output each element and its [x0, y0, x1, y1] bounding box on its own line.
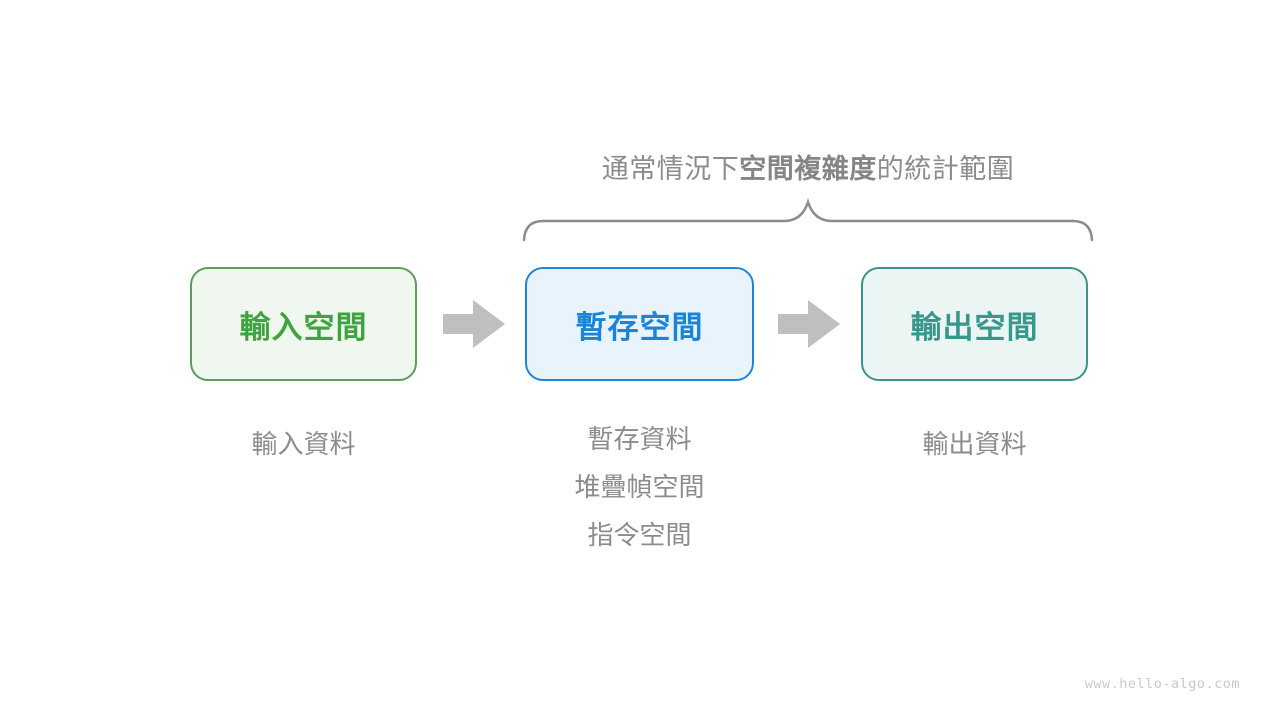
box-output-space-label: 輸出空間	[910, 309, 1039, 345]
box-output-space: 輸出空間	[861, 267, 1088, 381]
right-arrow-shape	[778, 300, 840, 348]
right-arrow-shape	[443, 300, 505, 348]
watermark-url: www.hello-algo.com	[1084, 676, 1240, 692]
box-input-space: 輸入空間	[190, 267, 417, 381]
title-prefix: 通常情況下	[601, 154, 740, 184]
curly-brace-path	[522, 197, 1094, 242]
title-suffix: 的統計範圍	[876, 154, 1015, 184]
annotation-input-data: 輸入資料	[251, 429, 356, 459]
annotation-temp-list: 暫存資料 堆疊幀空間 指令空間	[525, 424, 754, 551]
box-temp-space: 暫存空間	[525, 267, 754, 381]
scope-brace	[522, 197, 1094, 242]
right-arrow-icon	[443, 300, 505, 348]
right-arrow-icon	[778, 300, 840, 348]
box-input-space-label: 輸入空間	[239, 309, 368, 345]
annotation-instruction-space: 指令空間	[587, 520, 692, 550]
annotation-output-data: 輸出資料	[922, 429, 1027, 459]
annotation-stack-frame-space: 堆疊幀空間	[574, 472, 705, 502]
annotation-temp-data: 暫存資料	[587, 424, 692, 454]
title-bold-term: 空間複雜度	[739, 154, 877, 184]
diagram-title: 通常情況下空間複雜度的統計範圍	[520, 147, 1096, 186]
box-temp-space-label: 暫存空間	[575, 309, 704, 345]
